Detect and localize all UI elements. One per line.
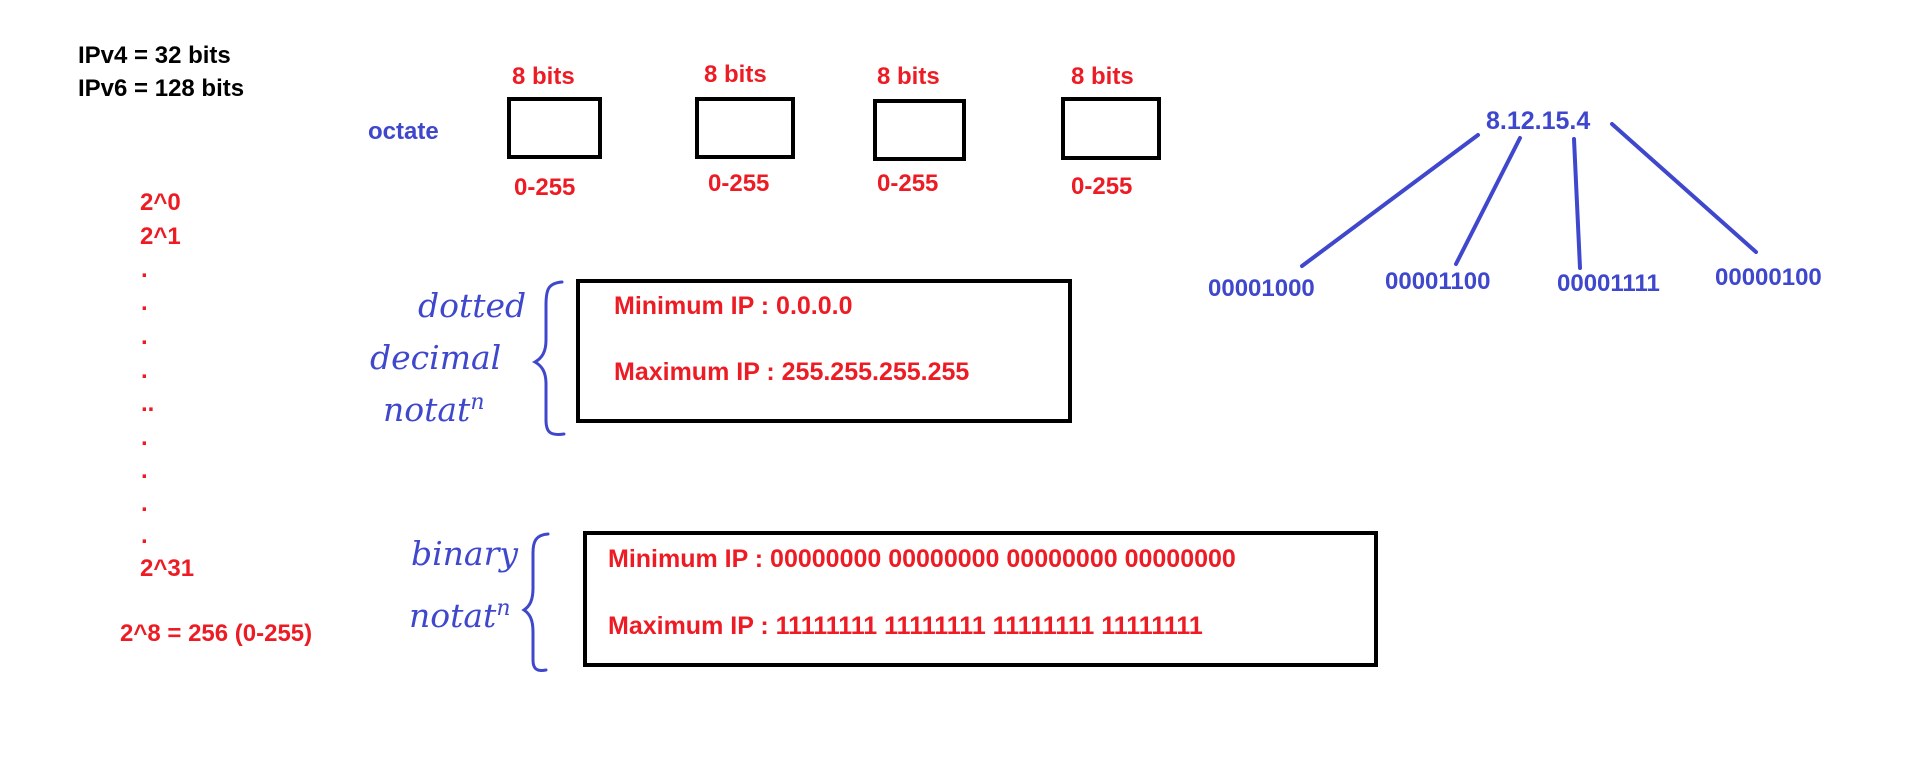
octet-1-box xyxy=(507,97,602,159)
power-dot: . xyxy=(141,424,148,451)
example-binary-octet-4: 00000100 xyxy=(1715,264,1822,291)
dotted-min-ip: Minimum IP : 0.0.0.0 xyxy=(614,292,853,320)
connector-line-4 xyxy=(1610,122,1758,254)
connector-line-1 xyxy=(1300,133,1480,268)
power-dot: . xyxy=(141,289,148,316)
binary-brace xyxy=(521,532,550,672)
dotted-label-sup: n xyxy=(470,390,485,415)
octet-1-bits: 8 bits xyxy=(512,63,575,90)
octet-4-box xyxy=(1061,97,1161,160)
power-2-1: 2^1 xyxy=(140,223,181,250)
connector-line-3 xyxy=(1572,137,1582,270)
octet-3-box xyxy=(873,99,966,161)
octet-label: octate xyxy=(368,118,439,145)
binary-range-box xyxy=(583,531,1378,667)
binary-min-ip: Minimum IP : 00000000 00000000 00000000 … xyxy=(608,545,1236,573)
power-note: 2^8 = 256 (0-255) xyxy=(120,620,313,647)
octet-2-box xyxy=(695,97,795,159)
dotted-range-box xyxy=(576,279,1072,423)
octet-2-bits: 8 bits xyxy=(704,61,767,88)
dotted-label-line-3: notatn xyxy=(383,390,485,429)
binary-label-line-1: binary xyxy=(411,534,519,573)
power-2-0: 2^0 xyxy=(140,189,181,216)
power-dot: .. xyxy=(141,390,155,417)
ipv6-size: IPv6 = 128 bits xyxy=(78,75,245,102)
power-dot: . xyxy=(141,522,148,549)
ipv4-size: IPv4 = 32 bits xyxy=(78,42,231,69)
power-dot: . xyxy=(141,457,148,484)
dotted-max-ip: Maximum IP : 255.255.255.255 xyxy=(614,358,970,386)
octet-1-range: 0-255 xyxy=(514,174,576,201)
octet-4-range: 0-255 xyxy=(1071,173,1133,200)
power-dot: . xyxy=(141,323,148,350)
dotted-label-line-2: decimal xyxy=(370,338,502,377)
octet-3-bits: 8 bits xyxy=(877,63,940,90)
power-dot: . xyxy=(141,256,148,283)
binary-label-line-2: notatn xyxy=(409,596,511,635)
binary-max-ip: Maximum IP : 11111111 11111111 11111111 … xyxy=(608,612,1203,640)
example-binary-octet-2: 00001100 xyxy=(1385,268,1491,295)
power-dot: . xyxy=(141,357,148,384)
example-binary-octet-3: 00001111 xyxy=(1557,270,1660,297)
connector-line-2 xyxy=(1454,136,1522,266)
power-2-31: 2^31 xyxy=(140,555,195,582)
power-dot: . xyxy=(141,490,148,517)
octet-4-bits: 8 bits xyxy=(1071,63,1134,90)
dotted-brace xyxy=(531,280,566,436)
binary-label-sup: n xyxy=(496,596,511,621)
octet-3-range: 0-255 xyxy=(877,170,939,197)
example-binary-octet-1: 00001000 xyxy=(1208,275,1315,302)
octet-2-range: 0-255 xyxy=(708,170,770,197)
dotted-label-line-1: dotted xyxy=(418,286,527,325)
example-ip: 8.12.15.4 xyxy=(1486,107,1591,135)
